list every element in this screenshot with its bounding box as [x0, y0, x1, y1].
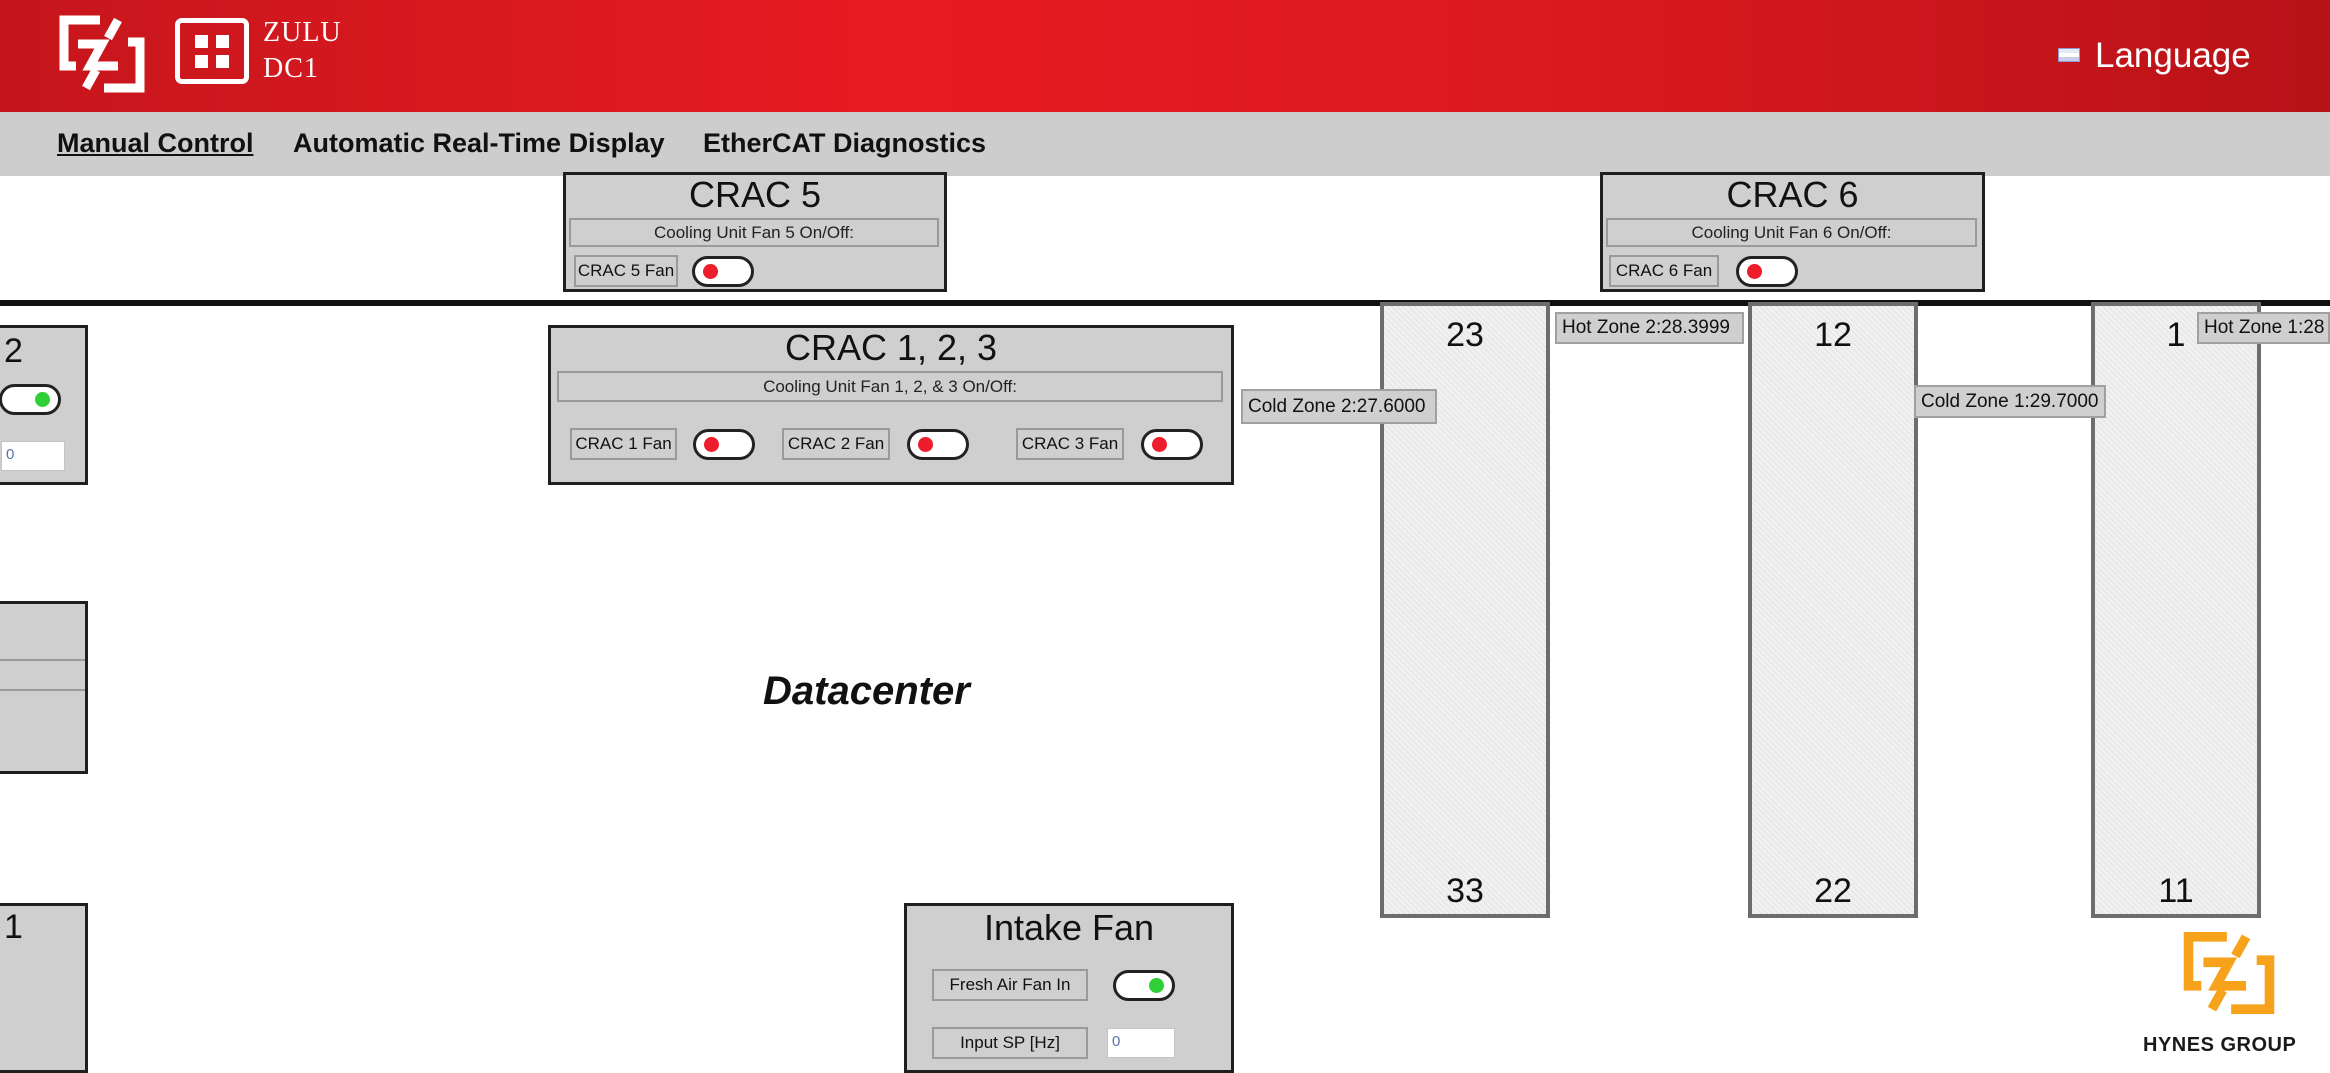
datacenter-label: Datacenter [763, 669, 970, 713]
crac5-subtitle: Cooling Unit Fan 5 On/Off: [569, 218, 939, 247]
crac5-fan-label: CRAC 5 Fan [574, 255, 678, 287]
crac6-fan-label: CRAC 6 Fan [1609, 255, 1719, 287]
crac6-fan-toggle[interactable] [1736, 256, 1798, 287]
language-selector[interactable]: Language [2095, 36, 2251, 75]
hynes-logo-icon[interactable] [56, 14, 148, 94]
rack-12-22[interactable]: 12 22 [1748, 302, 1918, 918]
crac3-fan-label: CRAC 3 Fan [1016, 428, 1124, 460]
flag-icon [2058, 48, 2080, 62]
left-panel-top-toggle[interactable] [0, 384, 61, 415]
grid-app-icon[interactable] [175, 18, 249, 84]
intake-fan-title: Intake Fan [983, 907, 1155, 948]
crac2-fan-toggle[interactable] [907, 429, 969, 460]
crac6-title: CRAC 6 [1726, 174, 1859, 215]
rack-bottom-number: 22 [1814, 872, 1852, 910]
cold-zone-1-readout: Cold Zone 1:29.7000 [1914, 385, 2106, 418]
left-panel-top-input[interactable]: 0 [1, 441, 65, 471]
app-header: ZULU DC1 Language [0, 0, 2330, 112]
hot-zone-2-readout: Hot Zone 2:28.3999 [1555, 312, 1744, 344]
crac123-title: CRAC 1, 2, 3 [784, 327, 998, 368]
intake-fan-panel: Intake Fan Fresh Air Fan In Input SP [Hz… [904, 903, 1234, 1073]
crac3-fan-toggle[interactable] [1141, 429, 1203, 460]
left-panel-bottom: 1 [0, 903, 88, 1073]
rack-bottom-number: 11 [2158, 872, 2194, 910]
brand-name-line2: DC1 [263, 53, 319, 84]
crac123-panel: CRAC 1, 2, 3 Cooling Unit Fan 1, 2, & 3 … [548, 325, 1234, 485]
crac2-fan-label: CRAC 2 Fan [782, 428, 890, 460]
rack-1-11[interactable]: 1 11 [2091, 302, 2261, 918]
left-panel-top-title: 2 [4, 332, 23, 370]
hynes-group-text: HYNES GROUP [2143, 1034, 2297, 1056]
hot-zone-1-readout: Hot Zone 1:28 [2197, 312, 2330, 344]
fresh-air-fan-label: Fresh Air Fan In [932, 969, 1088, 1001]
rack-bottom-number: 33 [1446, 872, 1484, 910]
rack-top-number: 23 [1446, 316, 1484, 354]
rack-top-number: 1 [2166, 316, 2186, 354]
crac5-panel: CRAC 5 Cooling Unit Fan 5 On/Off: CRAC 5… [563, 172, 947, 292]
nav-bar [0, 112, 2330, 176]
left-panel-top: 2 0 [0, 325, 88, 485]
brand-name-line1: ZULU [263, 17, 342, 48]
left-panel-middle [0, 601, 88, 774]
rack-top-number: 12 [1814, 316, 1852, 354]
tab-manual-control[interactable]: Manual Control [57, 128, 254, 158]
crac5-title: CRAC 5 [688, 174, 822, 215]
input-sp-field[interactable]: 0 [1107, 1028, 1175, 1058]
crac5-fan-toggle[interactable] [692, 256, 754, 287]
input-sp-label: Input SP [Hz] [932, 1027, 1088, 1059]
crac123-subtitle: Cooling Unit Fan 1, 2, & 3 On/Off: [557, 371, 1223, 402]
tab-automatic-real-time-display[interactable]: Automatic Real-Time Display [293, 128, 665, 158]
room-divider-line [0, 300, 2330, 306]
tab-ethercat-diagnostics[interactable]: EtherCAT Diagnostics [703, 128, 987, 158]
crac1-fan-toggle[interactable] [693, 429, 755, 460]
fresh-air-fan-toggle[interactable] [1113, 970, 1175, 1001]
crac1-fan-label: CRAC 1 Fan [570, 428, 677, 460]
crac6-panel: CRAC 6 Cooling Unit Fan 6 On/Off: CRAC 6… [1600, 172, 1985, 292]
crac6-subtitle: Cooling Unit Fan 6 On/Off: [1606, 218, 1977, 247]
cold-zone-2-readout: Cold Zone 2:27.6000 [1241, 389, 1437, 424]
hynes-group-logo-icon [2183, 931, 2275, 1015]
left-panel-bottom-title: 1 [4, 908, 23, 946]
